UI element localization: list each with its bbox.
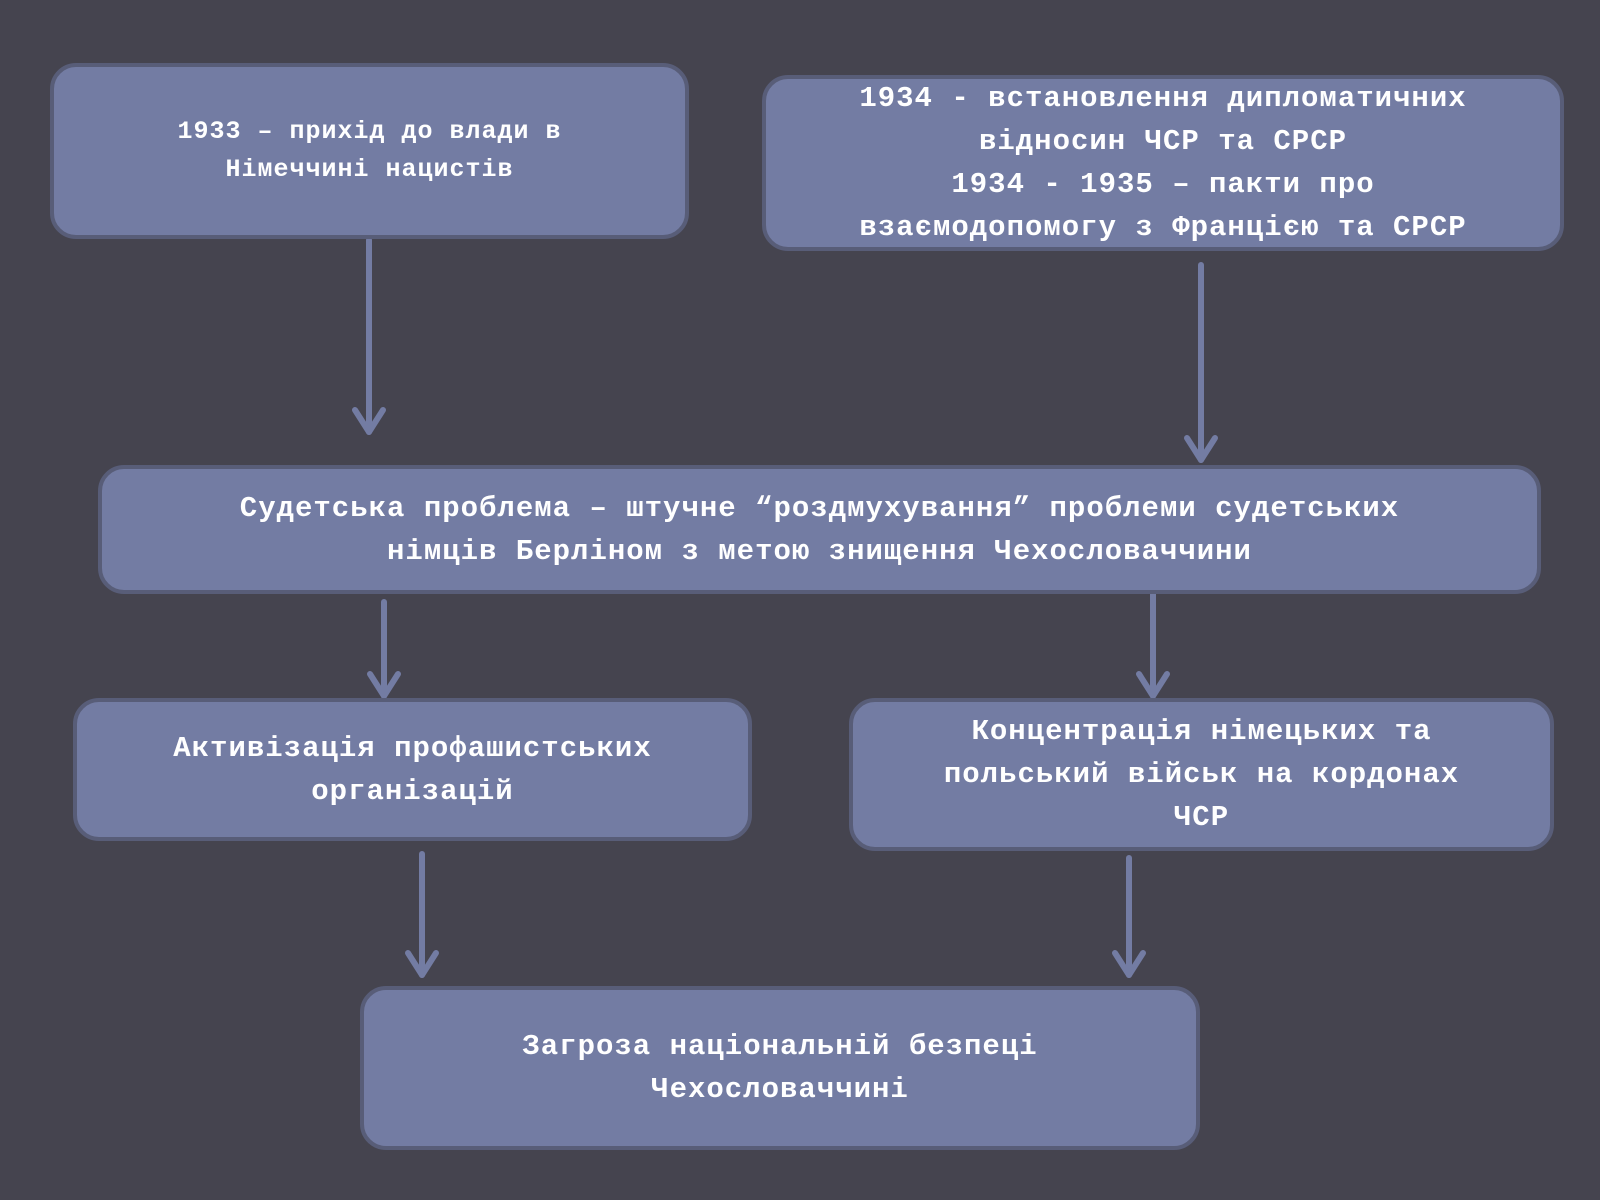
node-troop-concentration: Концентрація німецьких та польський війс… <box>849 698 1554 851</box>
node-text-line: 1934 - встановлення дипломатичних <box>859 82 1467 115</box>
node-text-line: польський військ на кордонах <box>943 758 1460 791</box>
arrow-1934-to-sudeten <box>1184 262 1218 463</box>
node-text-line: Німеччині нацистів <box>225 155 514 184</box>
node-text-line: ЧСР <box>1173 801 1230 834</box>
node-text-line: організацій <box>311 774 514 808</box>
arrow-1933-to-sudeten <box>352 237 386 435</box>
node-text-line: Активізація профашистських <box>173 731 652 765</box>
node-text-line: 1934 - 1935 – пакти про <box>951 168 1375 201</box>
node-text-line: 1933 – прихід до влади в <box>177 117 562 146</box>
node-text-line: Судетська проблема – штучне “роздмухуван… <box>239 491 1400 525</box>
arrow-activation-to-threat <box>405 851 439 978</box>
node-text-line: Чехословаччині <box>651 1073 909 1106</box>
node-national-security-threat: Загроза національній безпеці Чехословачч… <box>360 986 1200 1150</box>
node-text-line: взаємодопомогу з Францією та СРСР <box>859 211 1467 244</box>
node-1934-diplomatic-relations: 1934 - встановлення дипломатичних віднос… <box>762 75 1564 251</box>
arrow-sudeten-to-activation <box>367 599 401 699</box>
arrow-concentration-to-threat <box>1112 855 1146 978</box>
node-text-line: Загроза національній безпеці <box>522 1030 1038 1063</box>
node-text-line: Концентрація німецьких та <box>971 715 1432 748</box>
node-text-line: відносин ЧСР та СРСР <box>978 125 1348 158</box>
node-profascist-activation: Активізація профашистських організацій <box>73 698 752 841</box>
node-text-line: німців Берліном з метою знищення Чехосло… <box>387 534 1252 568</box>
node-sudeten-problem: Судетська проблема – штучне “роздмухуван… <box>98 465 1541 594</box>
arrow-sudeten-to-concentration <box>1136 589 1170 699</box>
node-1933-nazis-to-power: 1933 – прихід до влади в Німеччині нацис… <box>50 63 689 239</box>
